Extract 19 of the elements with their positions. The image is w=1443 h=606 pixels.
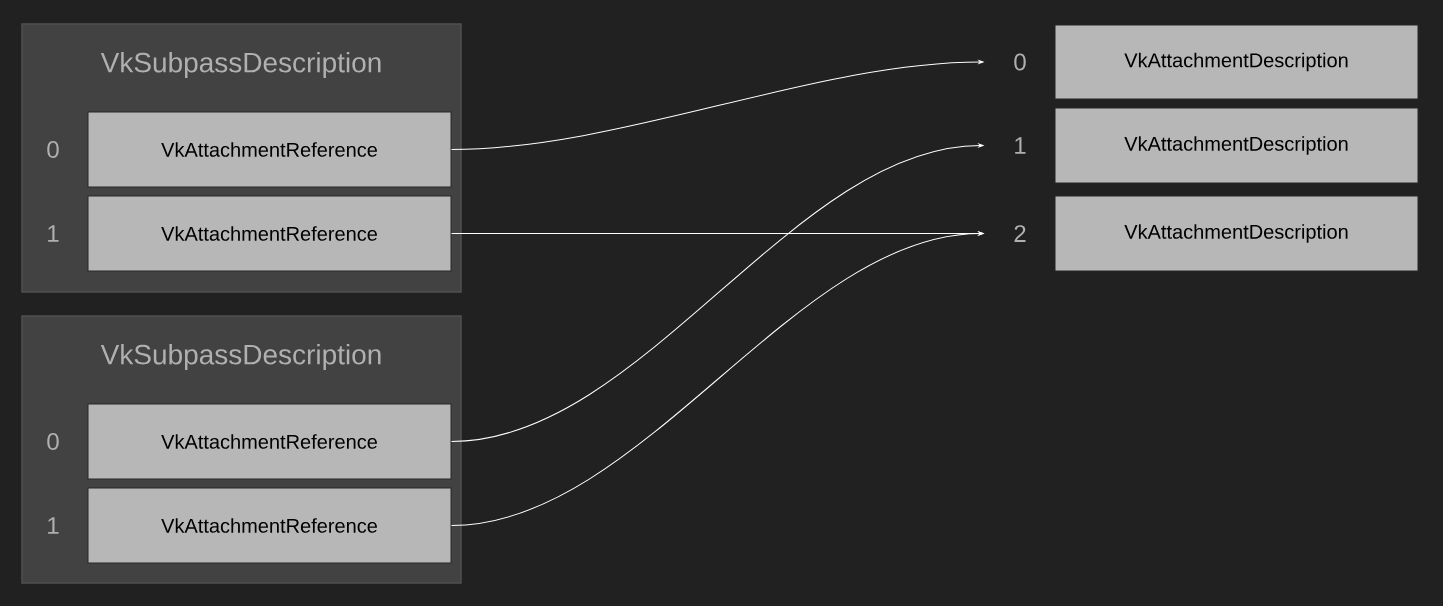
arrow: [451, 60, 984, 150]
arrow: [451, 143, 984, 442]
description-box: VkAttachmentDescription: [1054, 24, 1419, 100]
index-number: 2: [1014, 225, 1026, 242]
index-number: 1: [1015, 137, 1026, 154]
arrow: [451, 231, 984, 526]
index-number: 0: [1014, 53, 1026, 71]
index-number: 1: [48, 517, 59, 534]
description-box: VkAttachmentDescription: [1054, 107, 1419, 184]
panel-title: VkSubpassDescription: [100, 343, 381, 371]
reference-box: VkAttachmentReference: [87, 111, 452, 188]
panel-title: VkSubpassDescription: [100, 51, 381, 79]
description-box: VkAttachmentDescription: [1054, 195, 1419, 272]
index-number: 0: [47, 433, 59, 450]
index-number: 1: [48, 225, 59, 242]
reference-box: VkAttachmentReference: [87, 403, 452, 480]
reference-box: VkAttachmentReference: [87, 195, 452, 272]
index-number: 0: [47, 141, 59, 158]
reference-box: VkAttachmentReference: [87, 487, 452, 564]
